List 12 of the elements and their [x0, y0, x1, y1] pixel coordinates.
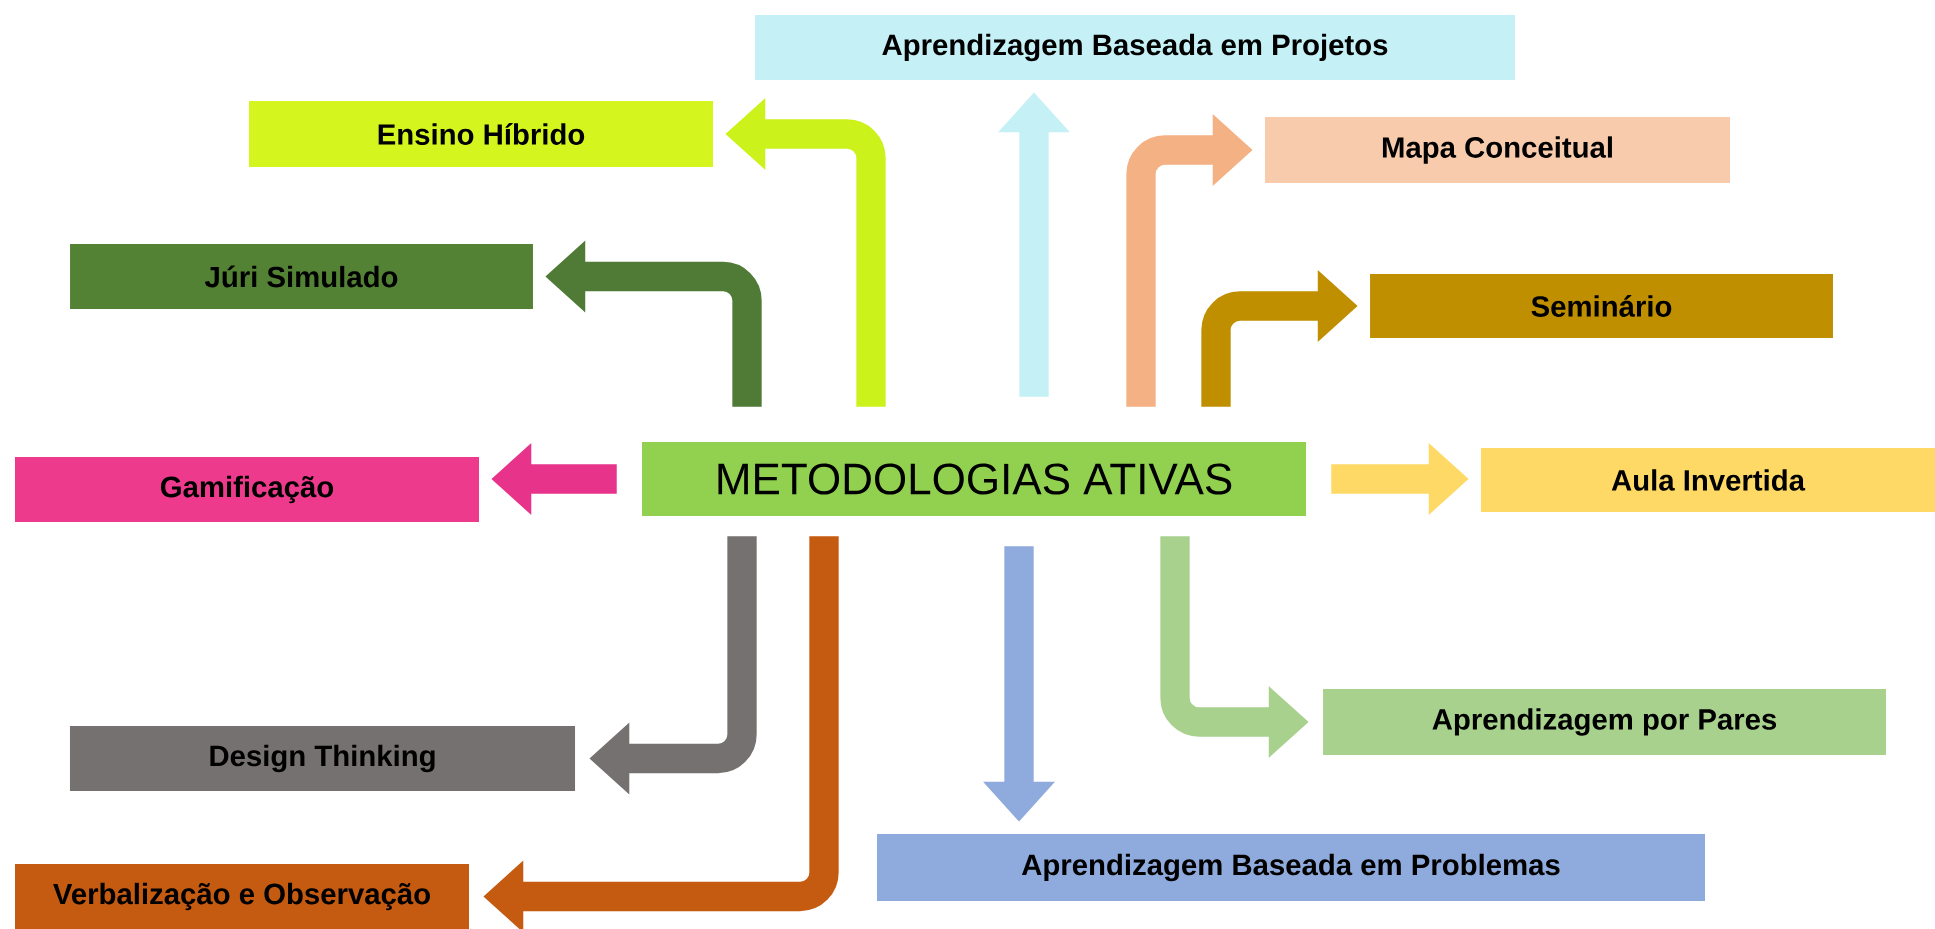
method-box: Seminário: [1370, 274, 1833, 338]
title-box: METODOLOGIAS ATIVAS: [642, 442, 1306, 516]
method-box: Aprendizagem Baseada em Problemas: [877, 834, 1705, 901]
method-box: Júri Simulado: [70, 243, 533, 310]
method-box: Aprendizagem por Pares: [1323, 689, 1886, 755]
method-box: Design Thinking: [69, 725, 576, 792]
method-box: Verbalização e Observação: [15, 864, 469, 929]
method-box: Gamificação: [15, 457, 479, 523]
method-box: Aprendizagem Baseada em Projetos: [755, 14, 1515, 81]
method-box: Aula Invertida: [1481, 448, 1935, 512]
method-box: Ensino Híbrido: [249, 101, 713, 167]
method-box: Mapa Conceitual: [1265, 117, 1731, 183]
